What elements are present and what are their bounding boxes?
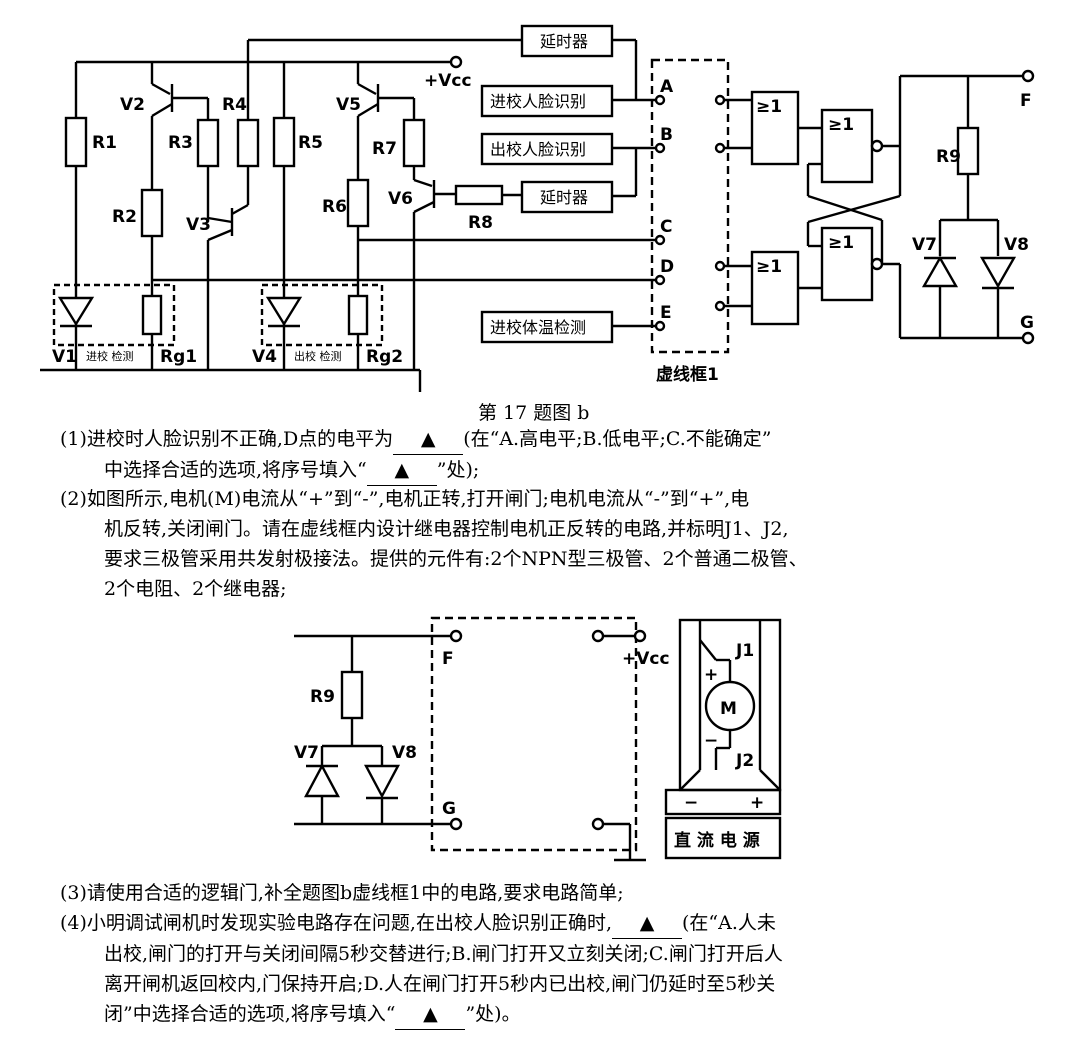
fig2-plus: + xyxy=(704,665,718,685)
gate-nor-2: ≥1 xyxy=(828,233,854,253)
q4-line4: 闭”中选择合适的选项,将序号填入“ xyxy=(104,1003,396,1025)
point-F: F xyxy=(1020,91,1032,111)
question-4: (4)小明调试闸机时发现实验电路存在问题,在出校人脸识别正确时,▲(在“A.人未… xyxy=(60,908,1060,1030)
box-out-face: 出校人脸识别 xyxy=(490,140,586,159)
q2-line1: (2)如图所示,电机(M)电流从“+”到“-”,电机正转,打开闸门;电机电流从“… xyxy=(60,488,750,510)
q2-line3: 要求三极管采用共发射极接法。提供的元件有:2个NPN型三极管、2个普通二极管、 xyxy=(104,548,808,570)
point-G: G xyxy=(1020,313,1034,333)
label-V3: V3 xyxy=(186,215,211,235)
box-delay-mid: 延时器 xyxy=(540,188,588,207)
label-R1: R1 xyxy=(92,133,117,153)
q2-line2: 机反转,关闭闸门。请在虚线框内设计继电器控制电机正反转的电路,并标明J1、J2, xyxy=(104,518,789,540)
point-E: E xyxy=(660,303,672,323)
q4-blank-2: ▲ xyxy=(395,999,466,1030)
circuit-figure-b: R1 R2 R3 R4 R5 R6 R7 R8 V2 V3 V5 V6 V1 R… xyxy=(40,24,1035,392)
q1-line1: (1)进校时人脸识别不正确,D点的电平为 xyxy=(60,428,394,450)
point-B: B xyxy=(660,125,673,145)
fig2-minus: − xyxy=(704,731,718,751)
q2-line4: 2个电阻、2个继电器; xyxy=(104,578,287,600)
gate-or-2: ≥1 xyxy=(756,257,782,277)
label-in-detect: 进校 检测 xyxy=(86,349,134,363)
box-in-face: 进校人脸识别 xyxy=(490,92,586,111)
box-delay-top: 延时器 xyxy=(540,32,588,51)
q4-line4-tail: ”处)。 xyxy=(465,1003,521,1025)
question-2: (2)如图所示,电机(M)电流从“+”到“-”,电机正转,打开闸门;电机电流从“… xyxy=(60,484,1060,604)
q4-line3: 离开闸机返回校内,门保持开启;D.人在闸门打开5秒内已出校,闸门仍延时至5秒关 xyxy=(104,973,776,995)
label-Rg2: Rg2 xyxy=(366,347,403,367)
point-C: C xyxy=(660,217,672,237)
gate-nor-1: ≥1 xyxy=(828,115,854,135)
fig2-J2: J2 xyxy=(735,751,754,771)
label-V1: V1 xyxy=(52,347,77,367)
label-Rg1: Rg1 xyxy=(160,347,197,367)
gate-or-1: ≥1 xyxy=(756,97,782,117)
fig2-V7: V7 xyxy=(294,743,319,763)
q3-line1: (3)请使用合适的逻辑门,补全题图b虚线框1中的电路,要求电路简单; xyxy=(60,882,624,904)
q1-blank-2: ▲ xyxy=(366,455,437,486)
label-R8: R8 xyxy=(468,213,493,233)
question-3: (3)请使用合适的逻辑门,补全题图b虚线框1中的电路,要求电路简单; xyxy=(60,878,1060,908)
label-R7: R7 xyxy=(372,139,397,159)
figure-caption: 第 17 题图 b xyxy=(478,402,590,424)
q1-blank: ▲ xyxy=(393,424,464,455)
fig2-power: 直 流 电 源 xyxy=(674,830,760,851)
fig2-R9: R9 xyxy=(310,687,335,707)
fig2-G: G xyxy=(442,799,456,819)
q4-line1: (4)小明调试闸机时发现实验电路存在问题,在出校人脸识别正确时, xyxy=(60,912,612,934)
fig2-power-plus: + xyxy=(750,793,764,813)
label-R4: R4 xyxy=(222,95,247,115)
q4-line1-tail: (在“A.人未 xyxy=(682,912,776,934)
question-1: (1)进校时人脸识别不正确,D点的电平为▲(在“A.高电平;B.低电平;C.不能… xyxy=(60,424,1060,486)
label-V8: V8 xyxy=(1004,235,1029,255)
fig2-V8: V8 xyxy=(392,743,417,763)
label-R3: R3 xyxy=(168,133,193,153)
point-D: D xyxy=(660,257,674,277)
label-V7: V7 xyxy=(912,235,937,255)
label-V4: V4 xyxy=(252,347,277,367)
box-in-temp: 进校体温检测 xyxy=(490,318,586,337)
q4-line2: 出校,闸门的打开与关闭间隔5秒交替进行;B.闸门打开又立刻关闭;C.闸门打开后人 xyxy=(104,943,783,965)
q4-blank: ▲ xyxy=(612,908,682,939)
label-vcc: +Vcc xyxy=(424,71,472,91)
fig2-M: M xyxy=(720,699,737,719)
q1-line2: 中选择合适的选项,将序号填入“ xyxy=(104,459,367,481)
label-out-detect: 出校 检测 xyxy=(294,349,342,363)
label-R2: R2 xyxy=(112,207,137,227)
fig2-vcc: +Vcc xyxy=(622,649,670,669)
label-V5: V5 xyxy=(336,95,361,115)
label-R6: R6 xyxy=(322,197,347,217)
label-V2: V2 xyxy=(120,95,145,115)
point-A: A xyxy=(660,77,674,97)
label-R9: R9 xyxy=(936,147,961,167)
dashed-box-label: 虚线框1 xyxy=(656,364,719,385)
label-V6: V6 xyxy=(388,189,413,209)
label-R5: R5 xyxy=(298,133,323,153)
fig2-J1: J1 xyxy=(735,641,754,661)
q1-line1-tail: (在“A.高电平;B.低电平;C.不能确定” xyxy=(463,428,772,450)
fig2-F: F xyxy=(442,649,454,669)
q1-line2-tail: ”处); xyxy=(436,459,480,481)
fig2-power-minus: − xyxy=(684,793,698,813)
